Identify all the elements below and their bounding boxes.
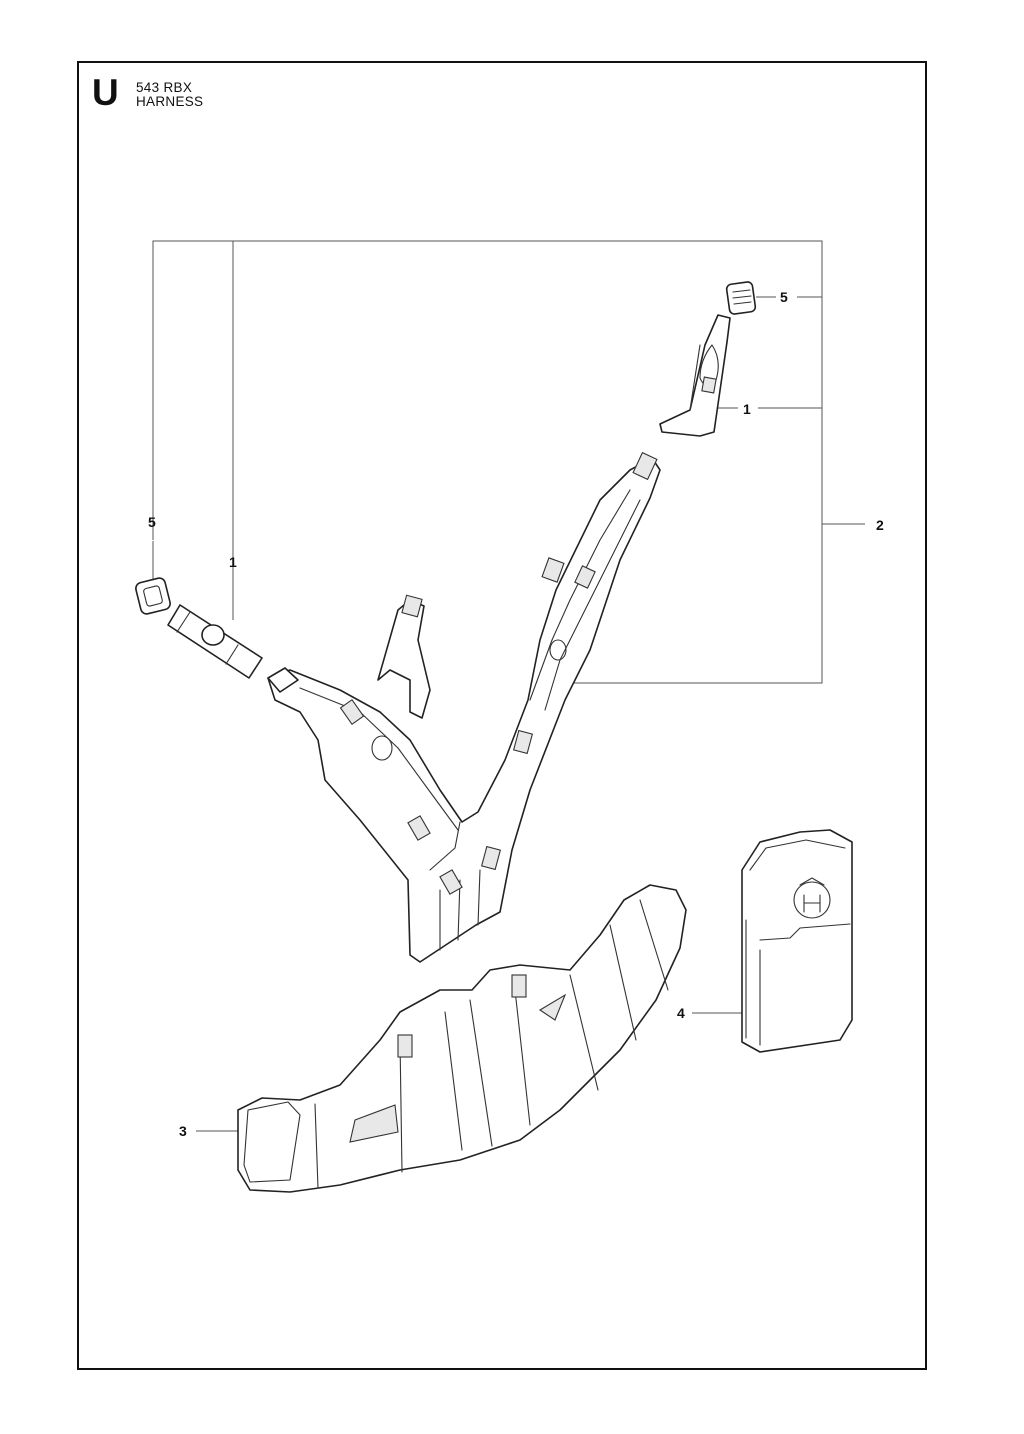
callout-1-left: 1: [229, 554, 237, 570]
back-pad-part-4: [741, 829, 853, 1053]
callout-5-right: 5: [780, 289, 788, 305]
section-letter: U: [92, 72, 119, 113]
strap-clip-left-part-1: [167, 604, 263, 679]
callout-4: 4: [677, 1005, 685, 1021]
assembly-bracket-leader: [152, 240, 823, 684]
husqvarna-logo-icon: [793, 877, 831, 919]
callout-3: 3: [179, 1123, 187, 1139]
callout-5-left: 5: [148, 514, 156, 530]
buckle-right-part-5: [725, 281, 757, 315]
strap-clip-right-part-1: [659, 314, 731, 437]
callout-2: 2: [876, 517, 884, 533]
model-name: 543 RBX: [136, 80, 193, 95]
hip-pad-part-3: [237, 884, 687, 1193]
leader-lines: [152, 240, 865, 1132]
page-frame: [77, 61, 927, 1370]
harness-yoke-part-2: [267, 451, 661, 963]
callout-1-right: 1: [743, 401, 751, 417]
diagram-title: HARNESS: [136, 94, 204, 109]
buckle-left-part-5: [135, 577, 171, 615]
